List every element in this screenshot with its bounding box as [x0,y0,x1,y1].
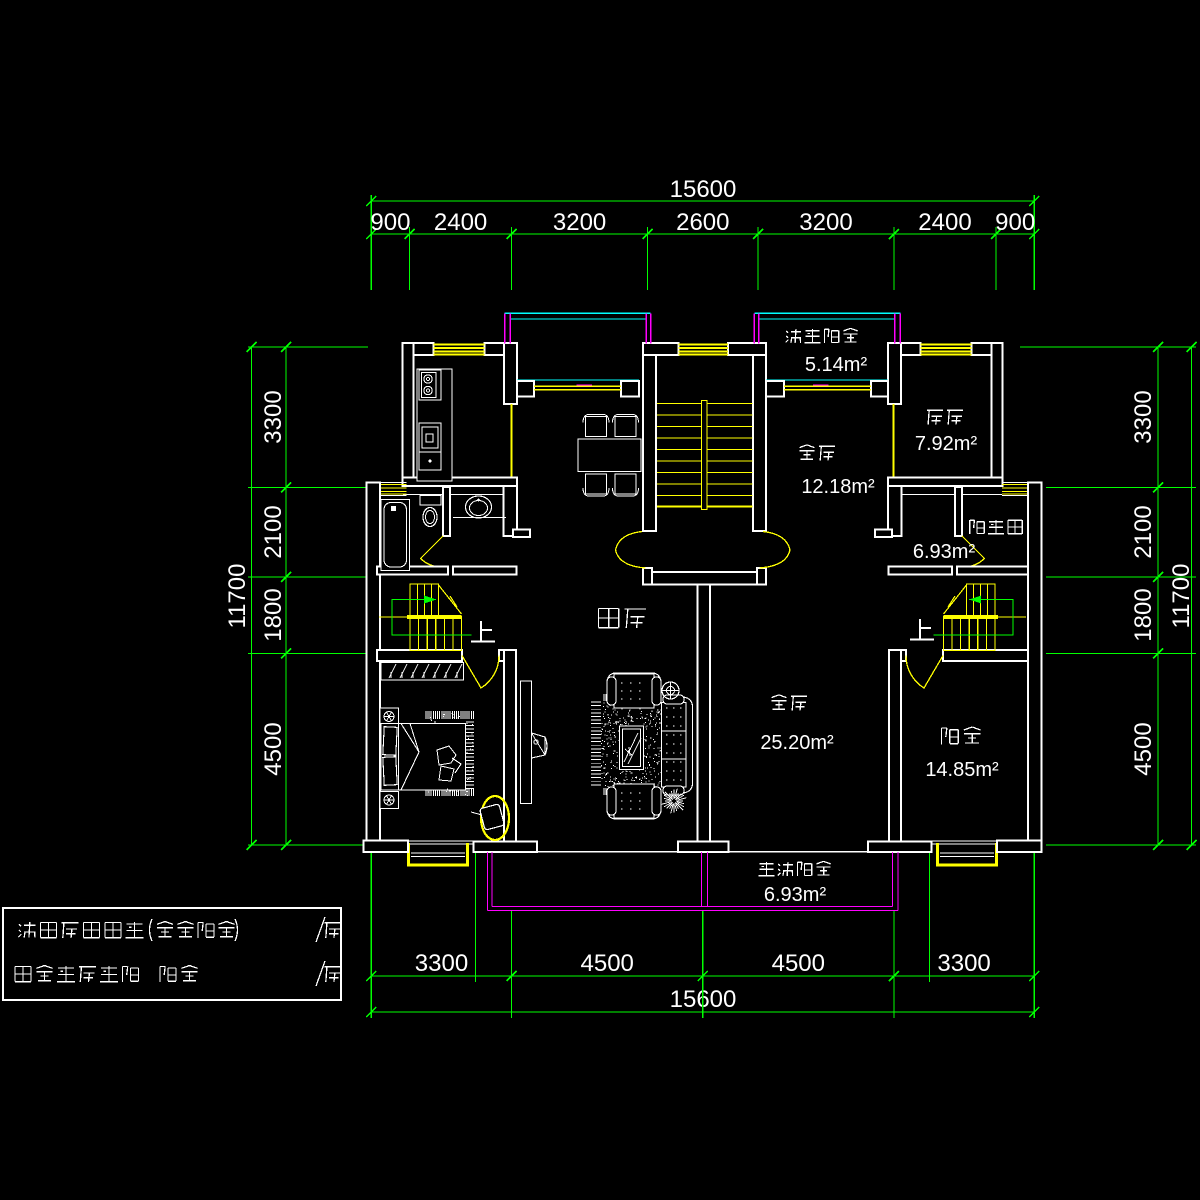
svg-text:2100: 2100 [1130,505,1157,558]
svg-text:3200: 3200 [553,209,606,236]
svg-text:14.85m²: 14.85m² [925,759,999,781]
svg-text:12.18m²: 12.18m² [801,476,875,498]
svg-text:3200: 3200 [799,209,852,236]
svg-text:11700: 11700 [1168,564,1195,629]
svg-text:2100: 2100 [260,505,287,558]
svg-text:4500: 4500 [260,722,287,775]
svg-text:6.93m²: 6.93m² [913,541,976,563]
svg-text:3300: 3300 [415,950,468,977]
svg-text:25.20m²: 25.20m² [760,732,834,754]
svg-text:900: 900 [995,209,1035,236]
svg-text:5.14m²: 5.14m² [805,354,868,376]
svg-text:4500: 4500 [772,950,825,977]
svg-text:3300: 3300 [937,950,990,977]
svg-text:2400: 2400 [918,209,971,236]
svg-text:1800: 1800 [1130,588,1157,641]
svg-text:11700: 11700 [224,564,251,629]
svg-text:900: 900 [370,209,410,236]
svg-text:3300: 3300 [260,390,287,443]
svg-text:3300: 3300 [1130,390,1157,443]
svg-text:7.92m²: 7.92m² [915,433,978,455]
svg-text:2400: 2400 [434,209,487,236]
svg-text:4500: 4500 [581,950,634,977]
svg-text:4500: 4500 [1130,722,1157,775]
svg-text:2600: 2600 [676,209,729,236]
svg-text:1800: 1800 [260,588,287,641]
svg-text:6.93m²: 6.93m² [764,884,827,906]
svg-text:15600: 15600 [670,176,737,203]
